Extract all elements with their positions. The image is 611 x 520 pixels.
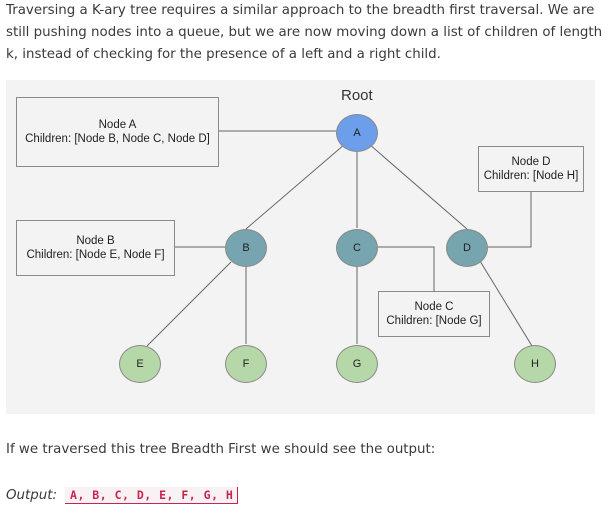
callout-node-a: Node A Children: [Node B, Node C, Node D… (16, 97, 219, 167)
callout-node-d: Node D Children: [Node H] (478, 146, 584, 192)
callout-node-c-title: Node C (414, 301, 454, 313)
callout-node-d-title: Node D (511, 156, 551, 168)
root-label: Root (341, 87, 373, 104)
callout-node-a-title: Node A (98, 119, 137, 131)
callout-node-b-title: Node B (76, 235, 115, 247)
tree-connectors (146, 130, 533, 347)
output-row: Output: A, B, C, D, E, F, G, H (6, 485, 239, 505)
output-code: A, B, C, D, E, F, G, H (65, 486, 239, 504)
edge-a-b (245, 143, 346, 230)
tree-diagram: Root Node A Children: [Node B, Node C, N… (6, 80, 595, 414)
edge-b-e (146, 261, 232, 347)
tree-node-a: A (336, 114, 378, 152)
callout-node-b-children: Children: [Node E, Node F] (26, 249, 165, 261)
callout-node-a-children: Children: [Node B, Node C, Node D] (25, 133, 210, 145)
callout-node-b: Node B Children: [Node E, Node F] (16, 220, 175, 276)
tree-node-h: H (514, 345, 556, 383)
callout-node-c: Node C Children: [Node G] (378, 291, 490, 337)
tree-node-f: F (225, 345, 267, 383)
callout-node-c-children: Children: [Node G] (386, 315, 482, 327)
tree-node-e: E (119, 345, 161, 383)
callout-d-connector (488, 192, 532, 248)
output-label: Output: (6, 487, 58, 503)
tree-node-d: D (446, 229, 488, 267)
traversal-explanation: If we traversed this tree Breadth First … (6, 442, 436, 457)
callout-c-connector (378, 246, 435, 291)
tree-node-b: B (225, 229, 267, 267)
callout-node-d-children: Children: [Node H] (483, 170, 579, 182)
tree-node-g: G (336, 345, 378, 383)
tree-node-c: C (336, 229, 378, 267)
intro-paragraph: Traversing a K-ary tree requires a simil… (6, 3, 603, 62)
edge-a-d (368, 143, 468, 230)
edge-d-h (479, 260, 533, 347)
